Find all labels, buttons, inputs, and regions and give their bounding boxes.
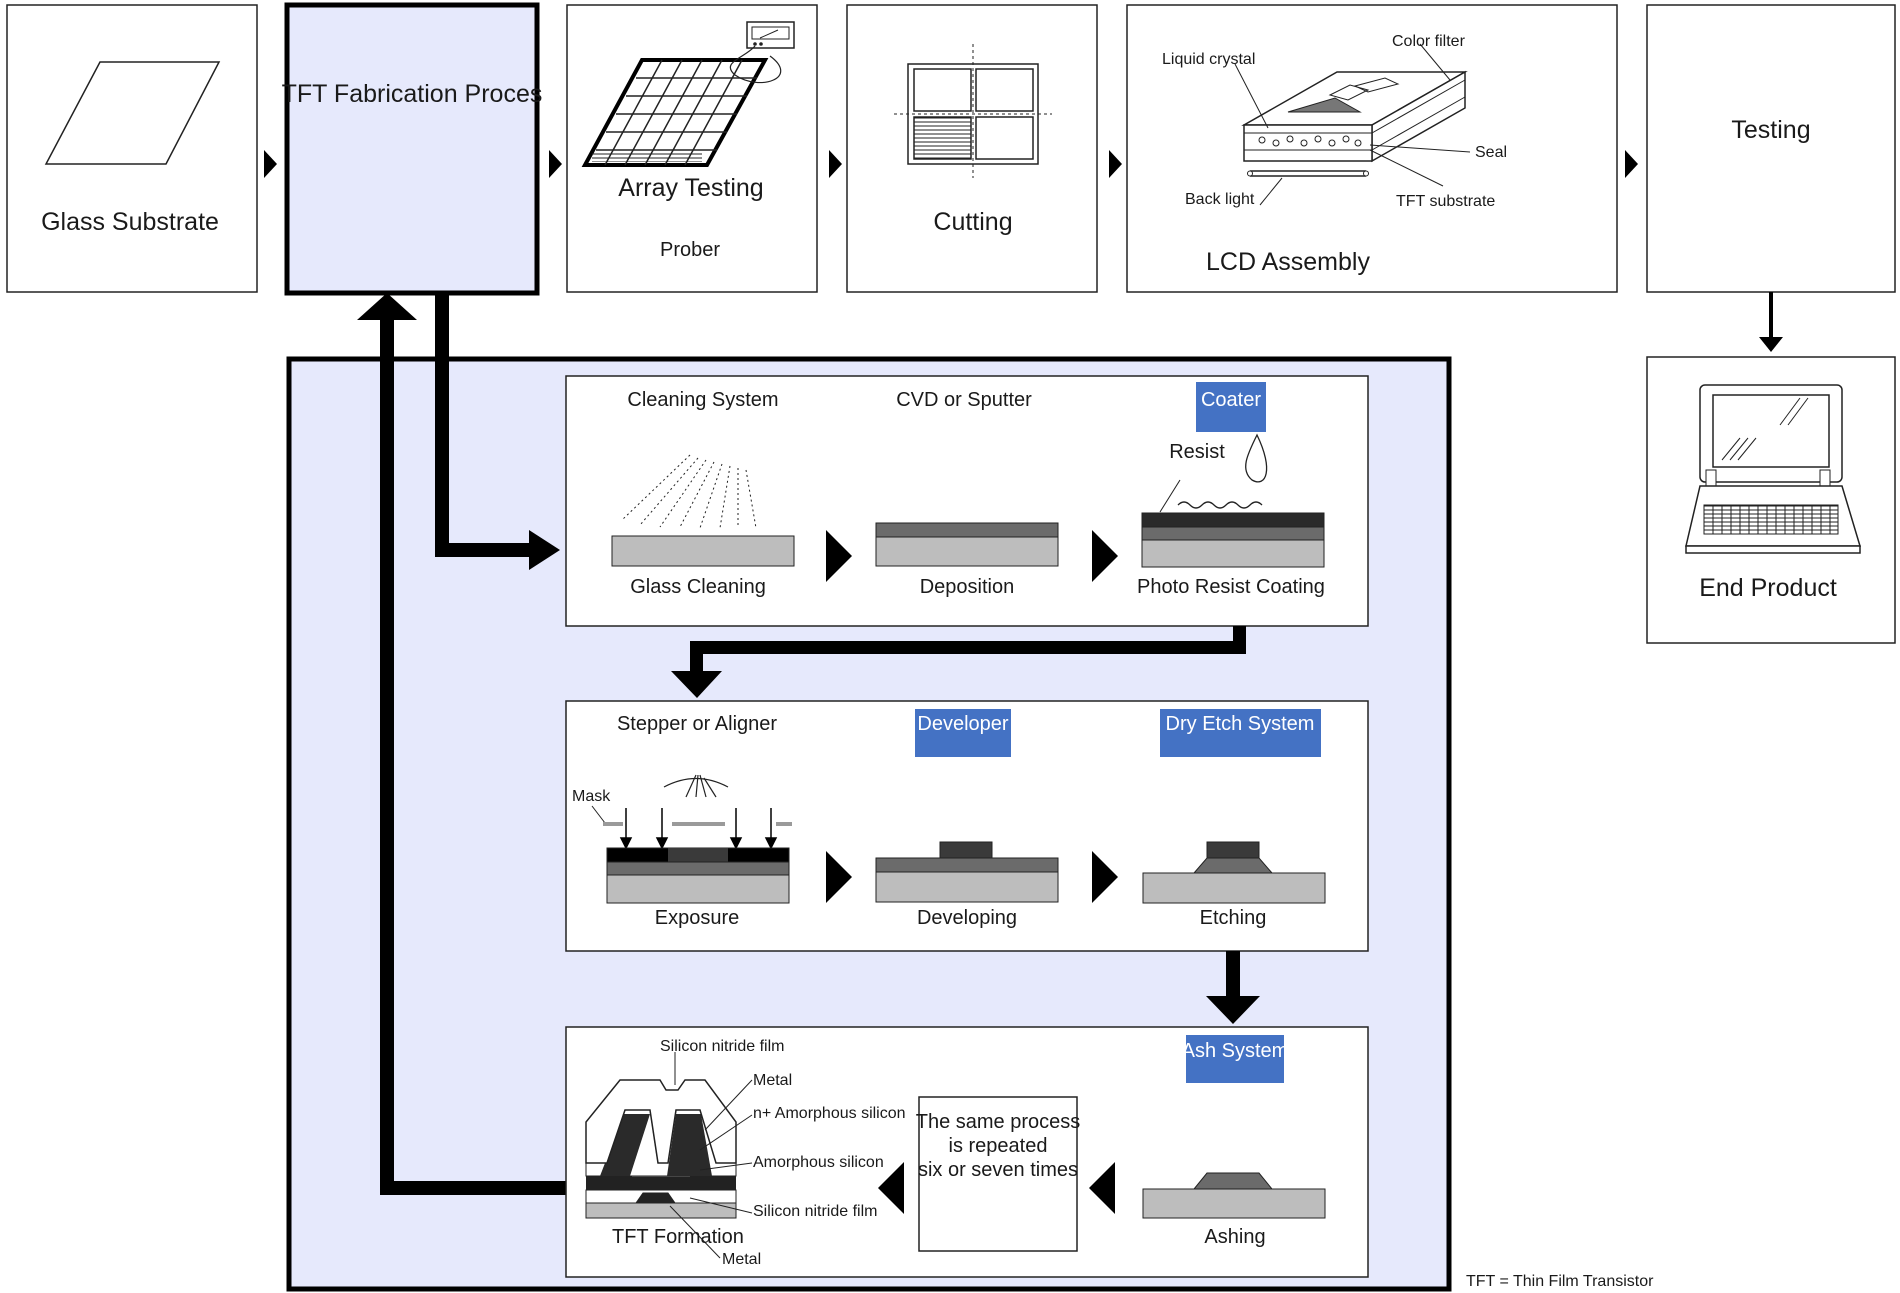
liquid-crystal-label: Liquid crystal — [1162, 51, 1255, 68]
mask-bars — [603, 822, 792, 826]
lcd-leader-lines — [1234, 43, 1471, 206]
lcd-stack-icon — [1241, 70, 1468, 177]
developing-layers — [875, 841, 1059, 903]
ashing-layers — [1142, 1172, 1326, 1219]
glass-panel-icon — [44, 61, 221, 165]
etching-label: Etching — [1200, 907, 1267, 929]
exposure-label: Exposure — [655, 907, 740, 929]
photo-resist-layers — [1141, 512, 1325, 568]
tft-leader-lines — [669, 1052, 753, 1259]
seal-label: Seal — [1475, 144, 1507, 161]
silicon-nitride-film-bottom-label: Silicon nitride film — [753, 1203, 877, 1220]
metal-top-label: Metal — [753, 1072, 792, 1089]
end-product-label: End Product — [1699, 574, 1837, 602]
cutting-icon — [894, 44, 1052, 178]
photo-resist-coating-label: Photo Resist Coating — [1137, 576, 1325, 598]
resist-leader — [1159, 479, 1181, 513]
cutting-box: Cutting — [846, 4, 1098, 293]
deposition-layers — [875, 522, 1059, 567]
arrow-down-head — [1759, 337, 1783, 352]
back-light-label: Back light — [1185, 191, 1255, 208]
testing-box: Testing — [1646, 4, 1896, 293]
resist-wave — [1177, 501, 1263, 509]
dry-etch-tag-label: Dry Etch System — [1166, 713, 1315, 735]
amorphous-silicon-label: Amorphous silicon — [753, 1154, 884, 1171]
glass-substrate-label: Glass Substrate — [41, 208, 219, 236]
tft-formation-label: TFT Formation — [612, 1226, 744, 1248]
developing-label: Developing — [917, 907, 1017, 929]
row2-arrow-2 — [1092, 851, 1118, 903]
entry-arrow — [435, 293, 560, 570]
array-testing-box: Array Testing Prober — [566, 4, 818, 293]
arrow-right-5 — [1625, 150, 1638, 178]
mask-label: Mask — [572, 788, 611, 805]
mask-leader — [591, 805, 606, 824]
exposure-layers — [606, 847, 790, 904]
cutting-label: Cutting — [933, 208, 1012, 236]
developer-tag-label: Developer — [917, 713, 1009, 735]
arrow-right-4 — [1109, 150, 1122, 178]
end-product-box: End Product — [1646, 356, 1896, 644]
prober-label: Prober — [660, 239, 720, 261]
ash-system-tag-label: Ash System — [1182, 1040, 1289, 1062]
glass-cleaning-substrate — [611, 535, 795, 567]
tft-cross-section-icon — [585, 1079, 737, 1219]
cvd-sputter-label: CVD or Sputter — [896, 389, 1032, 411]
row2-to-row3-arrow — [1206, 951, 1260, 1024]
row3-arrow-2 — [878, 1162, 904, 1214]
row1-arrow-2 — [1092, 530, 1118, 582]
resist-label: Resist — [1169, 441, 1225, 463]
exposure-arrows — [619, 808, 778, 850]
arrow-right-1 — [264, 150, 277, 178]
coater-tag: Coater — [1196, 382, 1266, 432]
row1-arrow-1 — [826, 530, 852, 582]
deposition-label: Deposition — [920, 576, 1015, 598]
tft-fabrication-box: TFT Fabrication Proces — [282, 2, 543, 296]
stepper-aligner-label: Stepper or Aligner — [617, 713, 777, 735]
repeat-note-box: The same process is repeated six or seve… — [916, 1096, 1081, 1252]
lcd-assembly-box: Liquid crystal Color filter Seal Back li… — [1126, 4, 1618, 293]
repeat-line-3: six or seven times — [918, 1159, 1078, 1181]
ashing-label: Ashing — [1204, 1226, 1265, 1248]
resist-drop-icon — [1245, 433, 1268, 483]
cleaning-spray-icon — [621, 454, 757, 529]
developer-tag: Developer — [915, 709, 1011, 757]
tft-fabrication-label: TFT Fabrication Proces — [282, 80, 543, 108]
footnote: TFT = Thin Film Transistor — [1466, 1273, 1654, 1290]
etching-layers — [1142, 841, 1326, 904]
tft-substrate-label: TFT substrate — [1396, 193, 1495, 210]
silicon-nitride-film-top-label: Silicon nitride film — [660, 1038, 784, 1055]
repeat-line-1: The same process — [916, 1111, 1081, 1133]
row2-arrow-1 — [826, 851, 852, 903]
laptop-icon — [1685, 384, 1862, 554]
coater-tag-label: Coater — [1201, 389, 1261, 411]
glass-substrate-box: Glass Substrate — [6, 4, 258, 293]
glass-cleaning-label: Glass Cleaning — [630, 576, 766, 598]
row1-to-row2-arrow — [671, 626, 1246, 698]
arrow-right-3 — [829, 150, 842, 178]
n-amorphous-silicon-label: n+ Amorphous silicon — [753, 1105, 906, 1122]
row3-arrow-1 — [1089, 1162, 1115, 1214]
return-loop-arrow — [357, 293, 566, 1195]
testing-label: Testing — [1731, 116, 1810, 144]
lcd-assembly-label: LCD Assembly — [1206, 248, 1370, 276]
prober-meter-icon — [729, 21, 795, 84]
repeat-line-2: is repeated — [949, 1135, 1048, 1157]
arrow-right-2 — [549, 150, 562, 178]
cleaning-system-label: Cleaning System — [627, 389, 778, 411]
array-testing-label: Array Testing — [618, 174, 763, 202]
metal-bottom-label: Metal — [722, 1251, 761, 1268]
ash-system-tag: Ash System — [1182, 1035, 1289, 1083]
array-panel-icon — [581, 58, 769, 167]
dry-etch-tag: Dry Etch System — [1160, 709, 1321, 757]
color-filter-label: Color filter — [1392, 33, 1466, 50]
light-source-icon — [663, 774, 729, 798]
